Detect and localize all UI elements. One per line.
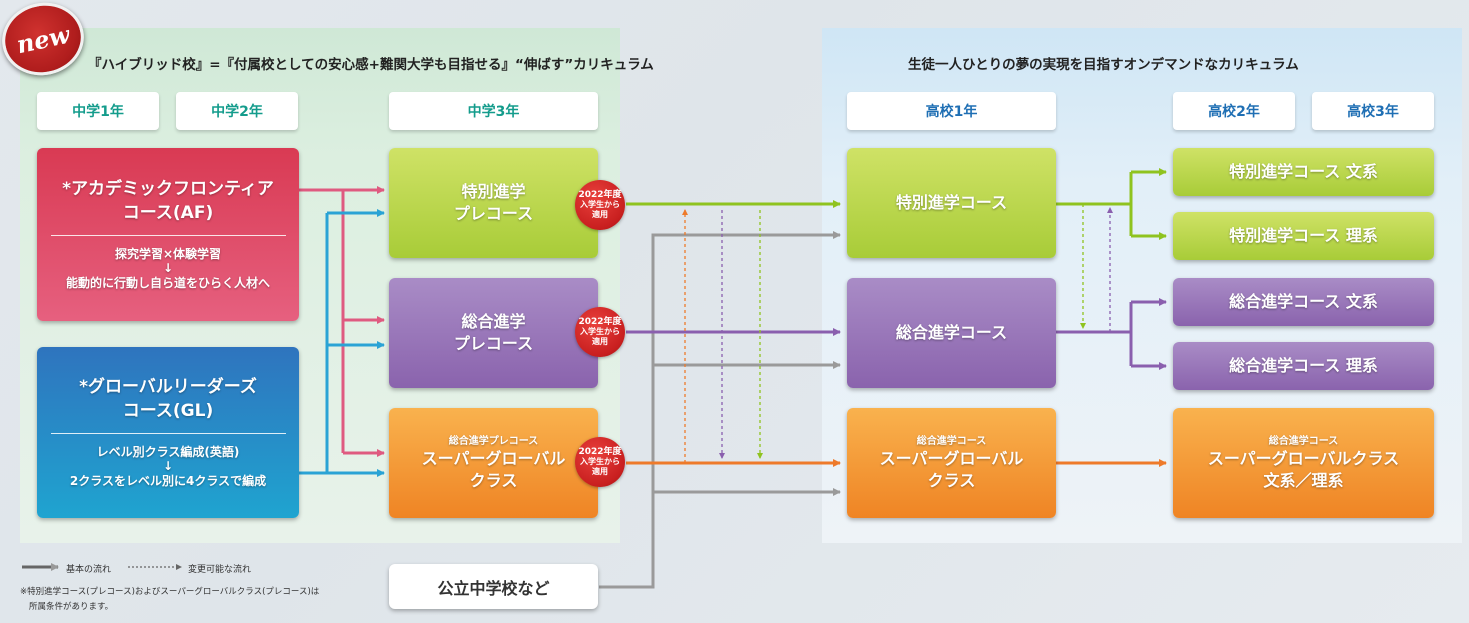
- af-course-box: *アカデミックフロンティア コース(AF) 探究学習×体験学習 ↓ 能動的に行動…: [37, 148, 299, 321]
- hs1-special-course-box: 特別進学コース: [847, 148, 1056, 258]
- hs23-general-bunkei-box: 総合進学コース 文系: [1173, 278, 1434, 326]
- footnote: ※特別進学コース(プレコース)およびスーパーグローバルクラス(プレコース)は 所…: [20, 585, 319, 615]
- hs1-special-label: 特別進学コース: [895, 193, 1008, 212]
- af-divider: [50, 235, 286, 236]
- jh3-general-l1: 総合進学: [461, 312, 526, 331]
- legend-basic-flow: 基本の流れ: [66, 565, 112, 575]
- jh3-general-precourse-box: 総合進学 プレコース: [389, 278, 598, 388]
- jh3-sg-l2: クラス: [469, 470, 518, 490]
- jh3-special-precourse-box: 特別進学 プレコース: [389, 148, 598, 258]
- jh3-special-l2: プレコース: [453, 204, 534, 223]
- hs1-general-label: 総合進学コース: [895, 323, 1008, 342]
- gl-line2: 2クラスをレベル別に4クラスで編成: [69, 474, 267, 488]
- gl-course-box: *グローバルリーダーズ コース(GL) レベル別クラス編成(英語) ↓ 2クラス…: [37, 347, 299, 518]
- hs23-general-rikei-box: 総合進学コース 理系: [1173, 342, 1434, 390]
- hs23-special-bunkei-box: 特別進学コース 文系: [1173, 148, 1434, 196]
- gl-title-line1: *グローバルリーダーズ: [79, 377, 257, 397]
- hs23-special-bunkei-label: 特別進学コース 文系: [1229, 162, 1378, 181]
- badge-2022-super-global: 2022年度入学生から適用: [575, 437, 625, 487]
- header-jh2: 中学2年: [176, 92, 298, 130]
- af-line1: 探究学習×体験学習: [114, 247, 222, 261]
- jh3-general-l2: プレコース: [453, 334, 534, 353]
- header-hs3: 高校3年: [1312, 92, 1434, 130]
- header-jh1: 中学1年: [37, 92, 159, 130]
- jh3-sg-l1: スーパーグローバル: [421, 448, 566, 468]
- af-line2: 能動的に行動し自ら道をひらく人材へ: [65, 276, 270, 290]
- footnote-line1: ※特別進学コース(プレコース)およびスーパーグローバルクラス(プレコース)は: [20, 587, 320, 597]
- hs1-sg-l2: クラス: [927, 470, 976, 490]
- hs23-special-rikei-box: 特別進学コース 理系: [1173, 212, 1434, 260]
- badge-2022-general: 2022年度入学生から適用: [575, 307, 625, 357]
- legend-changeable-flow: 変更可能な流れ: [188, 565, 252, 575]
- hs23-general-bunkei-label: 総合進学コース 文系: [1229, 292, 1378, 311]
- jh3-special-l1: 特別進学: [461, 182, 526, 201]
- af-down-arrow: ↓: [162, 261, 174, 275]
- jh3-sg-sub: 総合進学プレコース: [448, 435, 539, 447]
- footnote-line2: 所属条件があります。: [29, 602, 114, 612]
- hs23-sg-l2: 文系／理系: [1263, 470, 1344, 490]
- hs23-sg-l1: スーパーグローバルクラス: [1207, 448, 1400, 468]
- gl-line1: レベル別クラス編成(英語): [96, 445, 240, 459]
- hs1-super-global-box: 総合進学コース スーパーグローバル クラス: [847, 408, 1056, 518]
- af-title-line2: コース(AF): [122, 203, 214, 223]
- public-junior-high-box: 公立中学校など: [389, 564, 598, 609]
- gl-down-arrow: ↓: [162, 459, 174, 473]
- header-hs2: 高校2年: [1173, 92, 1295, 130]
- left-panel-title: 『ハイブリッド校』=『付属校としての安心感+難関大学も目指せる』“伸ばす”カリキ…: [88, 57, 654, 73]
- gl-divider: [50, 433, 286, 434]
- hs1-general-course-box: 総合進学コース: [847, 278, 1056, 388]
- right-panel-title: 生徒一人ひとりの夢の実現を目指すオンデマンドなカリキュラム: [908, 57, 1299, 73]
- jh3-super-global-box: 総合進学プレコース スーパーグローバル クラス: [389, 408, 598, 518]
- badge-2022-special: 2022年度入学生から適用: [575, 180, 625, 230]
- header-jh3: 中学3年: [389, 92, 598, 130]
- hs1-sg-sub: 総合進学コース: [916, 435, 987, 447]
- hs1-sg-l1: スーパーグローバル: [879, 448, 1024, 468]
- hs23-special-rikei-label: 特別進学コース 理系: [1229, 226, 1378, 245]
- hs23-super-global-box: 総合進学コース スーパーグローバルクラス 文系／理系: [1173, 408, 1434, 518]
- gl-title-line2: コース(GL): [122, 401, 214, 421]
- af-title-line1: *アカデミックフロンティア: [62, 179, 274, 199]
- header-hs1: 高校1年: [847, 92, 1056, 130]
- hs23-sg-sub: 総合進学コース: [1268, 435, 1339, 447]
- hs23-general-rikei-label: 総合進学コース 理系: [1229, 356, 1378, 375]
